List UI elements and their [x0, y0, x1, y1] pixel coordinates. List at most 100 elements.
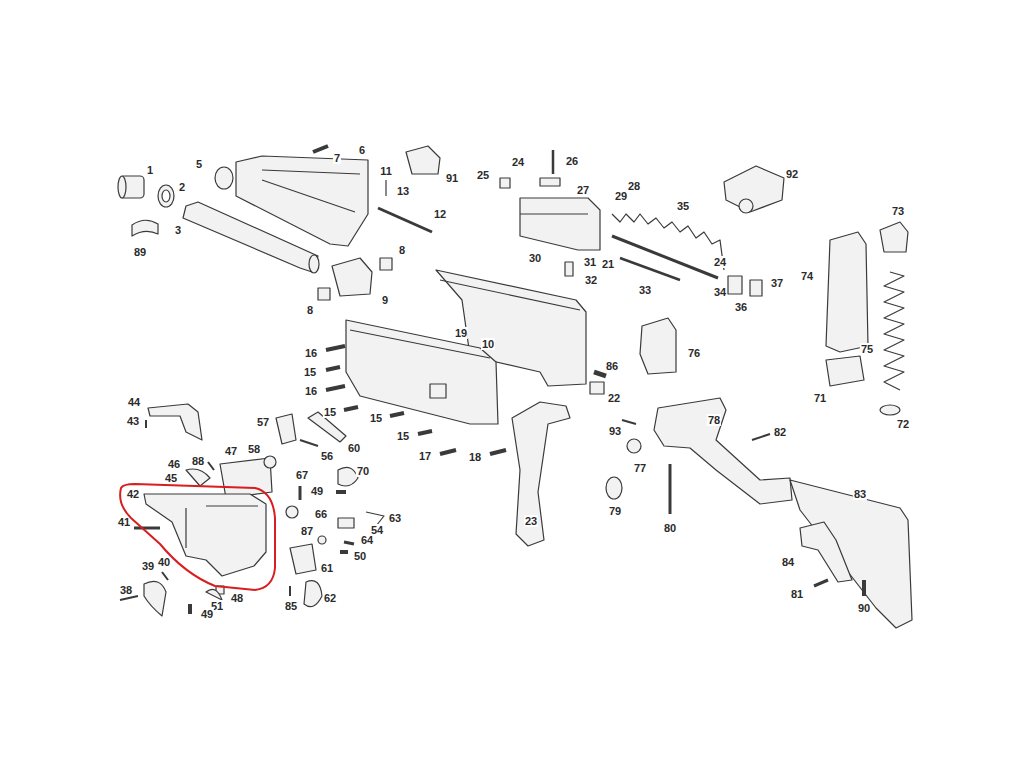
callout-number: 2 [178, 181, 186, 193]
callout-number: 1 [146, 164, 154, 176]
part [289, 586, 291, 596]
callout-number: 88 [191, 455, 205, 467]
callout-number: 79 [608, 505, 622, 517]
part [158, 185, 174, 207]
callout-number: 92 [785, 168, 799, 180]
part [134, 527, 160, 530]
spring [264, 456, 276, 468]
callout-number: 62 [323, 592, 337, 604]
part [162, 572, 168, 580]
callout-number: 72 [896, 418, 910, 430]
callout-number: 56 [320, 450, 334, 462]
callout-number: 10 [481, 338, 495, 350]
part [290, 544, 316, 574]
callout-number: 85 [284, 600, 298, 612]
callout-number: 42 [127, 488, 139, 500]
callout-number: 60 [347, 442, 361, 454]
spring [188, 604, 192, 614]
part [620, 258, 680, 280]
callout-number: 80 [663, 522, 677, 534]
part [186, 469, 210, 486]
callout-number: 41 [117, 516, 131, 528]
callout-number: 16 [304, 347, 318, 359]
callout-number: 38 [119, 584, 133, 596]
callout-number: 19 [454, 327, 468, 339]
callout-number: 49 [310, 485, 324, 497]
callout-number: 83 [853, 488, 867, 500]
callout-number: 28 [627, 180, 641, 192]
part [790, 480, 912, 628]
callout-number: 31 [583, 256, 597, 268]
part [346, 320, 498, 424]
callout-number: 25 [476, 169, 490, 181]
red-outline [115, 478, 280, 596]
part [520, 213, 588, 214]
callout-number: 24 [713, 256, 727, 268]
callout-number: 43 [126, 415, 140, 427]
part [132, 220, 158, 236]
screw [344, 407, 358, 410]
part [318, 288, 330, 300]
screw [390, 413, 404, 416]
screw [326, 367, 340, 370]
rail [350, 330, 490, 358]
part [148, 404, 202, 440]
callout-number: 22 [607, 392, 621, 404]
part [752, 434, 770, 440]
callout-number: 21 [601, 258, 615, 270]
callout-number: 17 [418, 450, 432, 462]
part [300, 440, 318, 446]
part [206, 589, 222, 600]
callout-number: 9 [381, 294, 389, 306]
part [512, 402, 570, 546]
callout-number: 26 [565, 155, 579, 167]
callout-number: 37 [770, 277, 784, 289]
part [385, 180, 386, 196]
screw [326, 346, 345, 350]
part [606, 477, 622, 499]
part [378, 208, 432, 232]
callout-number: 11 [379, 165, 393, 177]
part [144, 494, 266, 576]
callout-number: 70 [356, 465, 370, 477]
callout-number: 16 [304, 385, 318, 397]
callout-number: 90 [857, 602, 871, 614]
callout-number: 87 [300, 525, 314, 537]
part [880, 222, 908, 252]
callout-number: 74 [800, 270, 814, 282]
callout-number: 63 [388, 512, 402, 524]
callout-number: 58 [247, 443, 261, 455]
part [622, 420, 636, 424]
part [120, 596, 138, 600]
part [654, 398, 792, 504]
part [612, 236, 718, 278]
callout-number: 23 [524, 515, 538, 527]
part [826, 232, 868, 352]
spring [594, 372, 606, 376]
part [540, 178, 560, 186]
screw [326, 386, 345, 390]
part [215, 167, 233, 189]
part [145, 420, 147, 428]
callout-number: 78 [707, 414, 721, 426]
rail [262, 170, 360, 174]
part [162, 190, 170, 202]
part [276, 414, 296, 444]
callout-number: 61 [320, 562, 334, 574]
part [208, 462, 214, 470]
part [318, 536, 326, 544]
part [118, 176, 126, 198]
callout-number: 47 [224, 445, 238, 457]
callout-number: 29 [614, 190, 628, 202]
callout-number: 71 [813, 392, 827, 404]
callout-number: 64 [360, 534, 374, 546]
part [313, 146, 328, 152]
callout-number: 48 [230, 592, 244, 604]
part [552, 150, 555, 174]
callout-number: 15 [323, 406, 337, 418]
part [640, 318, 676, 374]
callout-number: 39 [141, 560, 155, 572]
callout-number: 93 [608, 425, 622, 437]
